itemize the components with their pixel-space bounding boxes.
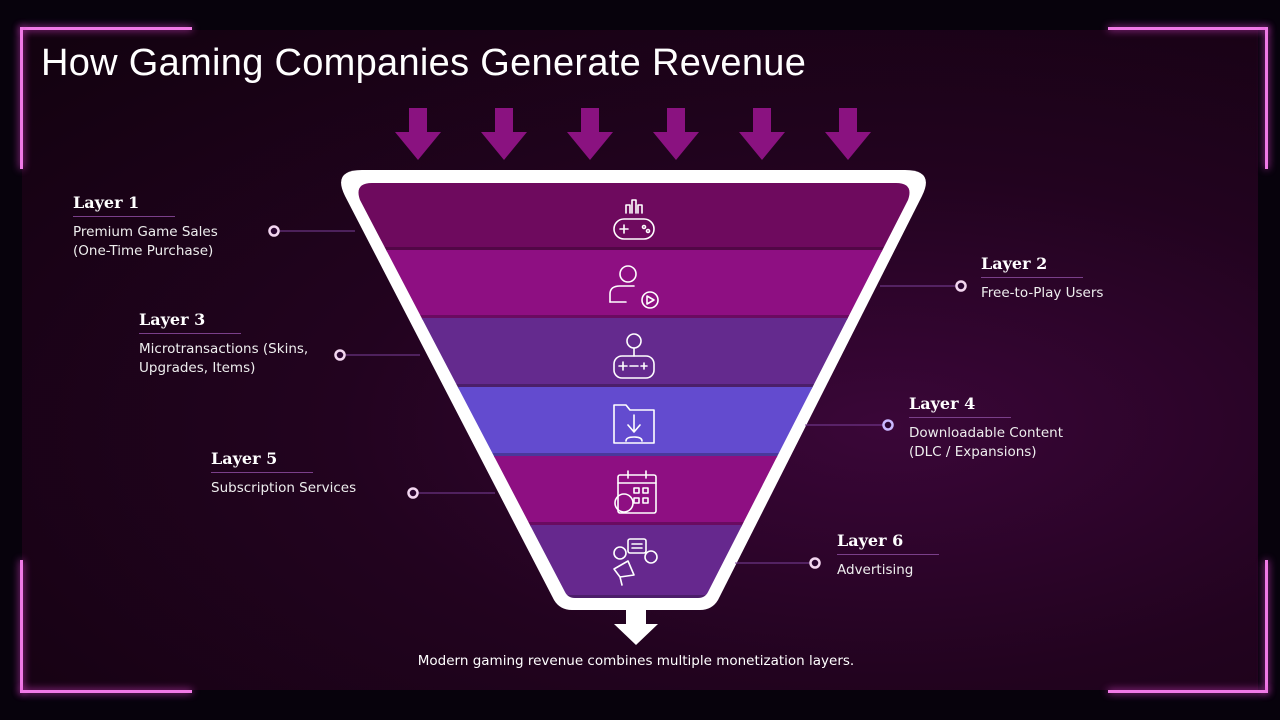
input-arrow-icon — [395, 108, 441, 160]
layer-description: Microtransactions (Skins,Upgrades, Items… — [139, 341, 309, 376]
band-shadow — [358, 595, 910, 598]
layer-description: Downloadable Content(DLC / Expansions) — [909, 425, 1063, 460]
input-arrow-icon — [825, 108, 871, 160]
band-shadow — [358, 315, 910, 319]
frame-corner — [20, 560, 23, 693]
layer-heading: Layer 1 — [73, 193, 175, 217]
band-shadow — [358, 522, 910, 526]
layer-heading: Layer 5 — [211, 449, 313, 473]
layer-label-1: Layer 1 Premium Game Sales(One-Time Purch… — [73, 193, 218, 261]
input-arrow-icon — [739, 108, 785, 160]
funnel-band-2 — [358, 250, 910, 320]
layer-label-5: Layer 5 Subscription Services — [211, 449, 356, 498]
input-arrow-icon — [481, 108, 527, 160]
calendar-coin-icon — [614, 470, 657, 514]
layer-description: Premium Game Sales(One-Time Purchase) — [73, 224, 218, 259]
megaphone-ads-icon — [613, 538, 658, 586]
funnel-band-4 — [358, 387, 910, 458]
caption: Modern gaming revenue combines multiple … — [417, 653, 855, 669]
layer-label-2: Layer 2 Free-to-Play Users — [981, 254, 1103, 303]
page-title: How Gaming Companies Generate Revenue — [41, 42, 807, 84]
layer-heading: Layer 6 — [837, 531, 939, 555]
frame-corner — [20, 27, 192, 30]
connector-dot — [268, 225, 280, 237]
layer-label-3: Layer 3 Microtransactions (Skins,Upgrades… — [139, 310, 308, 378]
frame-corner — [1265, 27, 1268, 169]
input-arrow-icon — [653, 108, 699, 160]
layer-label-4: Layer 4 Downloadable Content(DLC / Expans… — [909, 394, 1063, 462]
layer-heading: Layer 2 — [981, 254, 1083, 278]
frame-corner — [20, 27, 23, 169]
band-shadow — [358, 453, 910, 457]
frame-corner — [1108, 690, 1268, 693]
frame-corner — [20, 690, 192, 693]
connector-dot — [955, 280, 967, 292]
output-arrow-icon — [614, 608, 658, 645]
frame-corner — [1265, 560, 1268, 693]
connector-dot — [407, 487, 419, 499]
layer-heading: Layer 3 — [139, 310, 241, 334]
layer-label-6: Layer 6 Advertising — [837, 531, 939, 580]
funnel-band-5 — [358, 456, 910, 527]
layer-description: Free-to-Play Users — [981, 285, 1104, 301]
connector-dot — [334, 349, 346, 361]
gamepad-chart-icon — [613, 199, 655, 240]
connector-dot — [882, 419, 894, 431]
connector-dot — [809, 557, 821, 569]
folder-download-icon — [613, 404, 655, 444]
input-arrow-icon — [567, 108, 613, 160]
frame-corner — [1108, 27, 1268, 30]
layer-description: Advertising — [837, 562, 914, 578]
band-shadow — [358, 247, 910, 251]
funnel-band-1 — [358, 183, 910, 252]
layer-heading: Layer 4 — [909, 394, 1011, 418]
gamepad-coin-icon — [613, 333, 655, 379]
band-shadow — [358, 384, 910, 388]
user-play-icon — [609, 265, 659, 309]
layer-description: Subscription Services — [211, 480, 357, 496]
